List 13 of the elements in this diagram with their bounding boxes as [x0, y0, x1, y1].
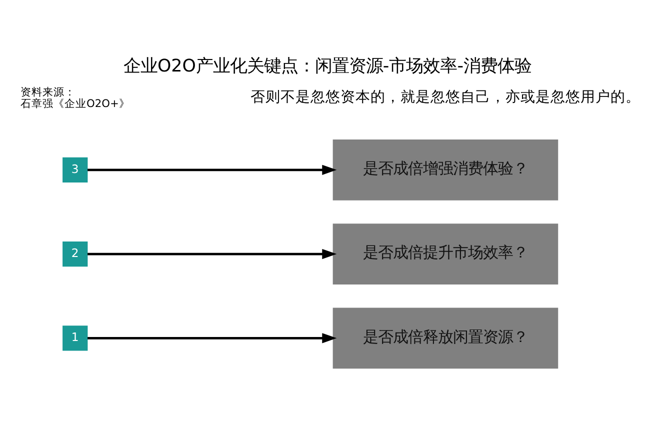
- node-box: 1: [62, 325, 88, 350]
- arrow: [88, 164, 337, 174]
- caption: 否则不是忽悠资本的，就是忽悠自己，亦或是忽悠用户的。: [250, 89, 640, 106]
- arrow: [88, 248, 337, 259]
- arrow: [88, 332, 337, 343]
- diagram-title: 企业O2O产业化关键点：闲置资源-市场效率-消费体验: [124, 56, 532, 76]
- node-box: 是否成倍释放闲置资源？: [332, 307, 558, 368]
- node-box: 2: [62, 240, 88, 266]
- node-box: 是否成倍增强消费体验？: [332, 138, 558, 200]
- node-box: 3: [62, 156, 88, 182]
- node-box: 是否成倍提升市场效率？: [332, 223, 558, 284]
- label: 资料来源：: [20, 84, 76, 98]
- label: 石章强《企业O2O+》: [20, 96, 130, 110]
